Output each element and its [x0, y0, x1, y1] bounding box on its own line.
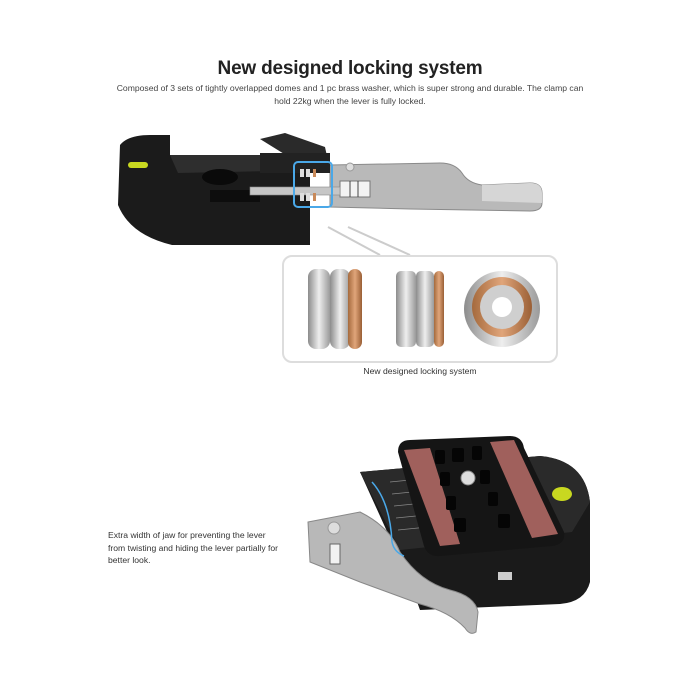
jaw-width-note: Extra width of jaw for preventing the le…: [108, 530, 279, 565]
page-title: New designed locking system: [217, 58, 483, 79]
detail-caption: New designed locking system: [363, 366, 477, 376]
page-description: Composed of 3 sets of tightly overlapped…: [116, 83, 584, 106]
locking-detail-panel: [282, 255, 558, 363]
clamp-side-view-image: [118, 133, 543, 256]
locking-parts-image: [308, 269, 540, 349]
clamp-angled-view-image: [307, 436, 590, 634]
